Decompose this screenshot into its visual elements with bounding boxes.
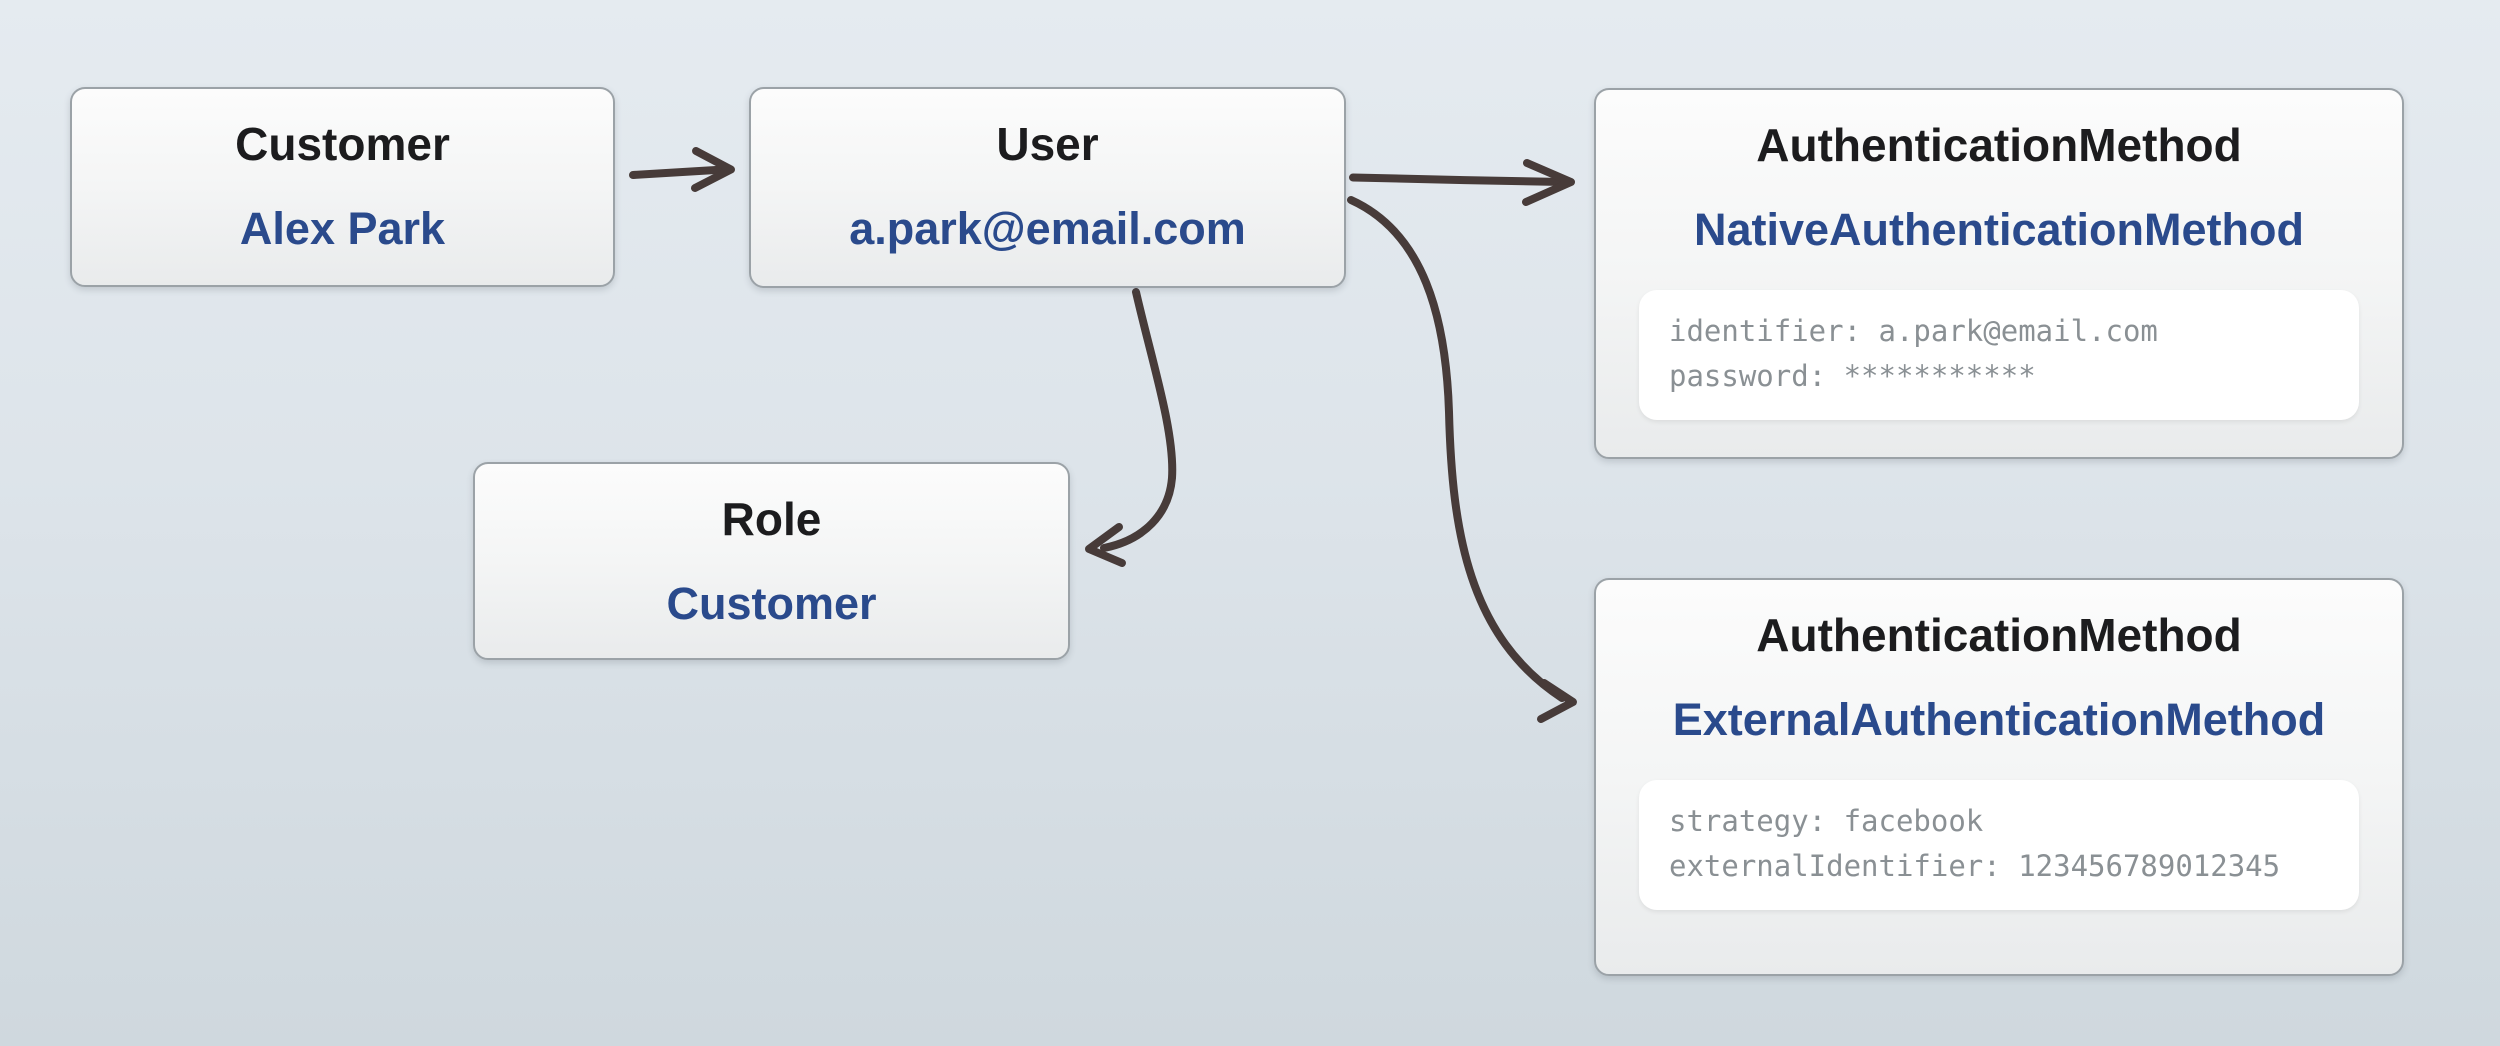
node-title: AuthenticationMethod <box>1756 119 2242 171</box>
node-title: Role <box>721 493 822 545</box>
arrowhead-right-icon <box>1522 159 1575 206</box>
node-user: User a.park@email.com <box>749 87 1346 288</box>
node-customer: Customer Alex Park <box>70 87 615 287</box>
arrowhead-left-icon <box>1085 523 1126 567</box>
node-title: Customer <box>235 118 450 170</box>
arrowhead-right-icon <box>691 147 735 192</box>
node-value: Alex Park <box>239 203 446 254</box>
arrowhead-right-icon <box>1537 679 1577 723</box>
attributes-box: identifier: a.park@email.com password: *… <box>1639 290 2359 420</box>
node-value: ExternalAuthenticationMethod <box>1672 694 2326 745</box>
node-value: a.park@email.com <box>849 203 1246 254</box>
attribute-external-identifier: externalIdentifier: 123456789012345 <box>1669 849 2281 883</box>
node-value: Customer <box>666 578 877 629</box>
node-authmethod-native: AuthenticationMethod NativeAuthenticatio… <box>1594 88 2404 459</box>
edge-user-external-auth <box>1347 196 1577 723</box>
edge-user-role <box>1085 288 1177 567</box>
node-authmethod-external: AuthenticationMethod ExternalAuthenticat… <box>1594 578 2404 976</box>
attribute-password: password: *********** <box>1669 359 2036 393</box>
node-role: Role Customer <box>473 462 1070 660</box>
node-title: User <box>996 118 1099 170</box>
node-title: AuthenticationMethod <box>1756 609 2242 661</box>
node-value: NativeAuthenticationMethod <box>1693 204 2304 255</box>
attribute-identifier: identifier: a.park@email.com <box>1669 314 2158 348</box>
edge-user-native-auth <box>1349 159 1575 206</box>
attributes-box: strategy: facebook externalIdentifier: 1… <box>1639 780 2359 910</box>
attribute-strategy: strategy: facebook <box>1669 804 1984 838</box>
edge-customer-user <box>629 147 735 192</box>
